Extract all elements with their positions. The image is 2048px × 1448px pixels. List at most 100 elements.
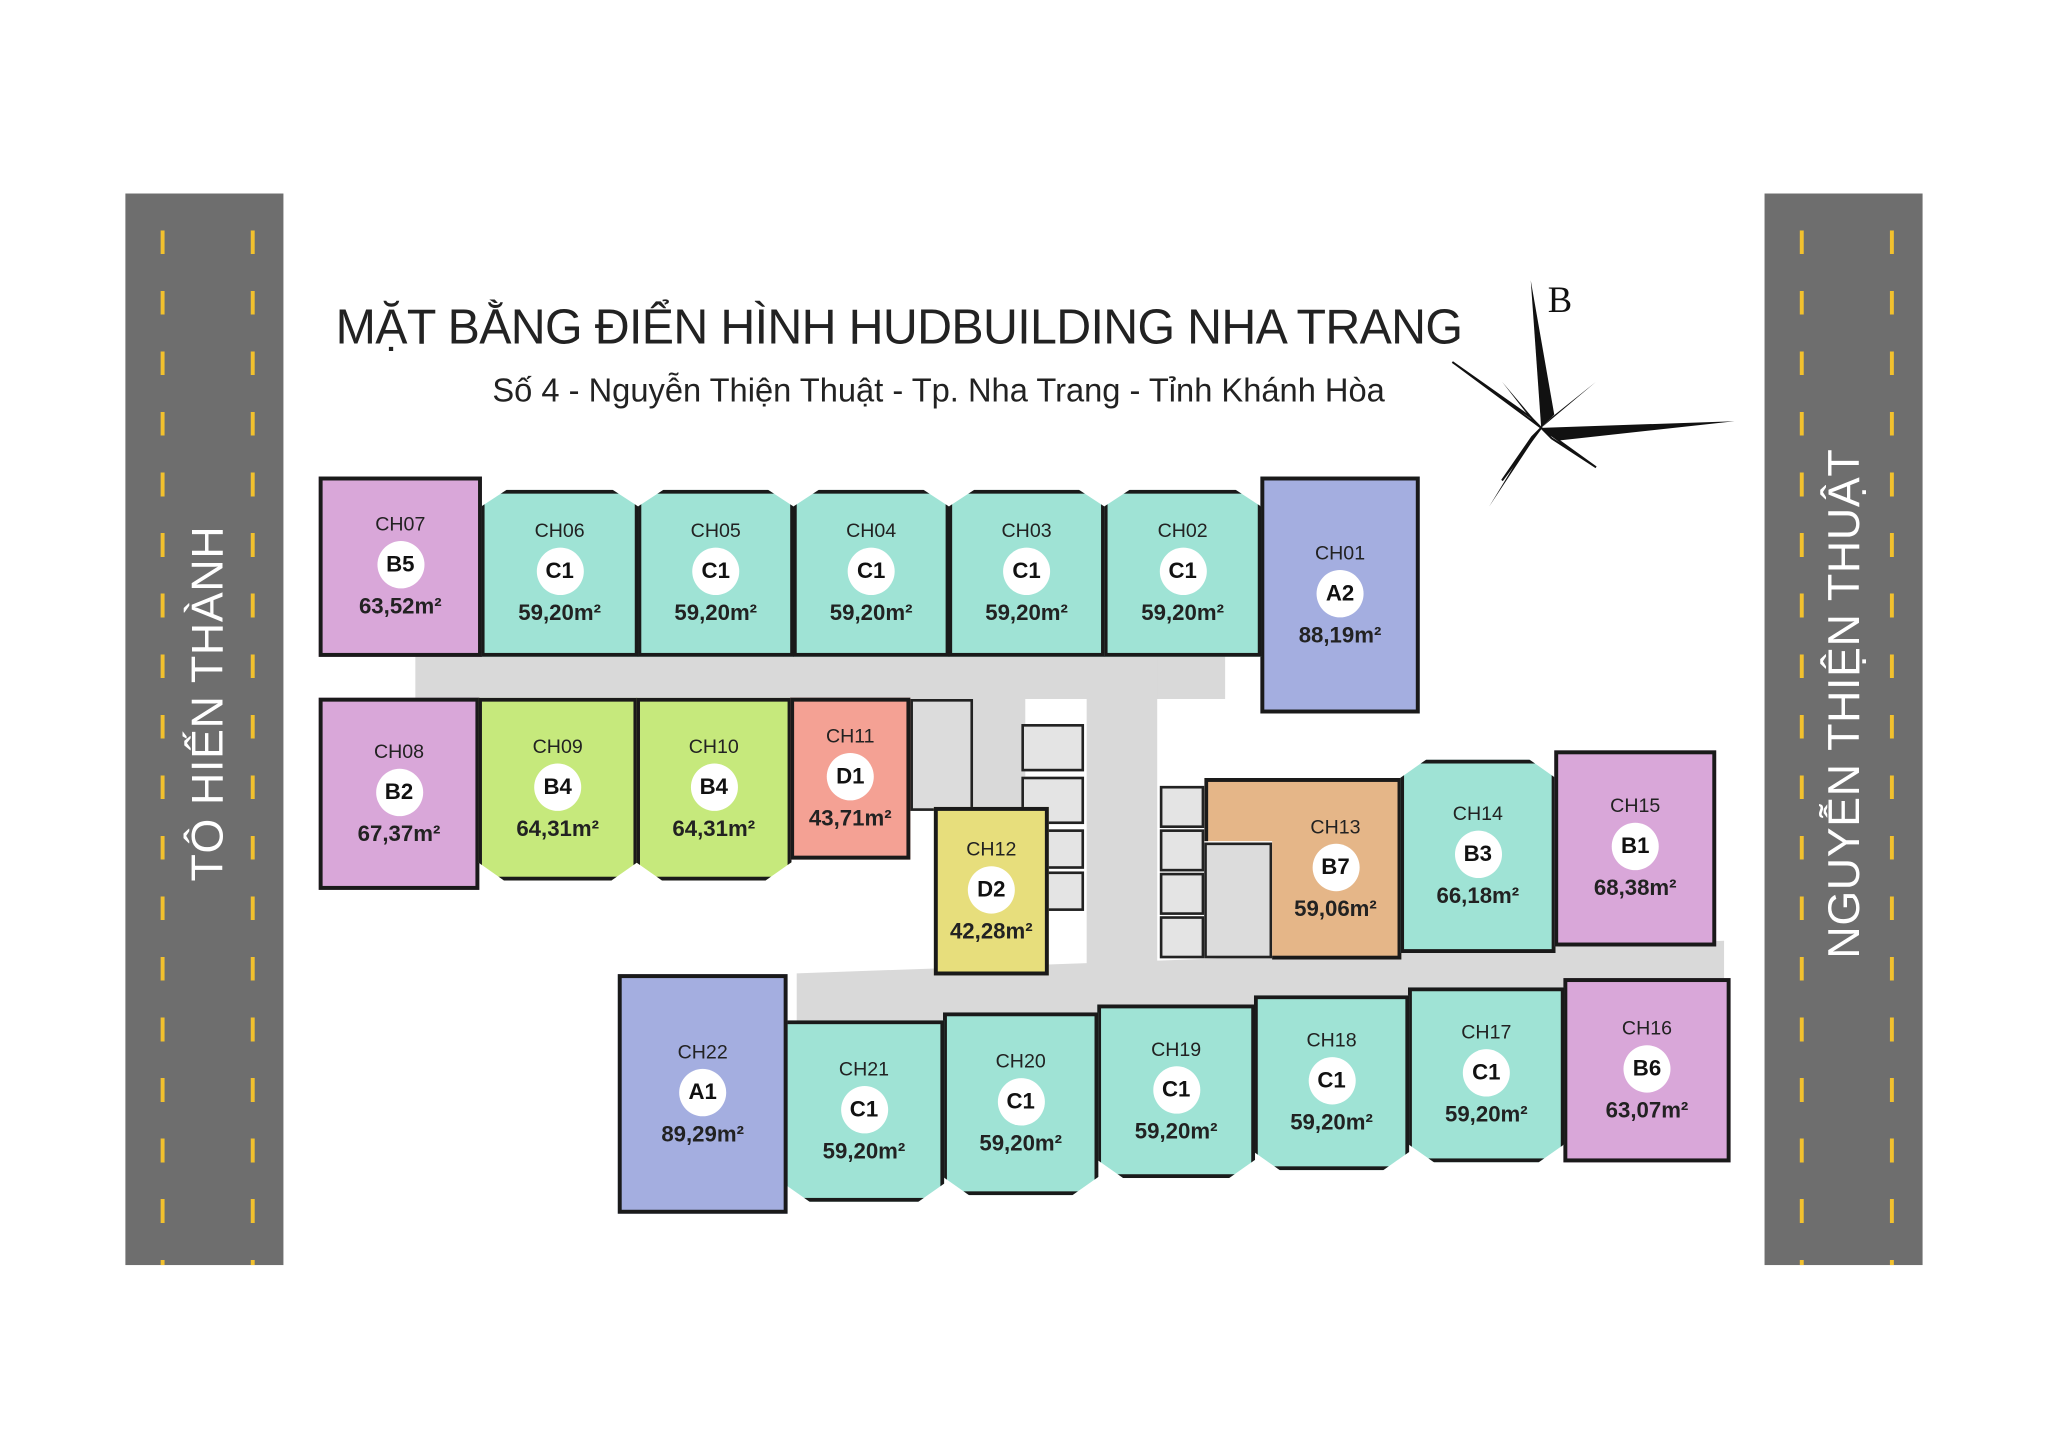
apartment-type-badge: B4	[534, 764, 581, 811]
apartment-ch03[interactable]: CH03 C1 59,20m²	[948, 490, 1105, 657]
apartment-type-badge: B3	[1454, 831, 1501, 878]
apartment-area: 67,37m²	[357, 820, 441, 846]
apartment-area: 64,31m²	[516, 816, 600, 842]
apartment-type-badge: C1	[1463, 1049, 1510, 1096]
apartment-type-badge: B4	[690, 764, 737, 811]
apartment-area: 59,20m²	[674, 600, 758, 626]
apartment-area: 59,20m²	[985, 600, 1068, 626]
apartment-type-badge: D2	[967, 865, 1015, 913]
apartment-area: 59,20m²	[1444, 1101, 1528, 1127]
apartment-area: 88,19m²	[1298, 621, 1382, 648]
apartment-code: CH05	[690, 519, 741, 543]
stair-east	[1204, 842, 1273, 959]
compass-north-label: B	[1548, 279, 1572, 320]
apartment-ch12[interactable]: CH12 D2 42,28m²	[933, 806, 1049, 976]
apartment-ch08[interactable]: CH08 B2 67,37m²	[318, 697, 480, 890]
apartment-code: CH15	[1610, 795, 1661, 818]
apartment-code: CH02	[1157, 519, 1208, 543]
apartment-code: CH08	[373, 740, 425, 763]
apartment-area: 42,28m²	[949, 918, 1033, 944]
apartment-type-badge: A2	[1316, 569, 1364, 617]
apartment-ch22[interactable]: CH22 A1 89,29m²	[617, 974, 788, 1214]
apartment-code: CH13	[1310, 815, 1361, 838]
apartment-type-badge: C1	[1153, 1066, 1200, 1113]
apartment-type-badge: C1	[840, 1085, 887, 1132]
apartment-area: 68,38m²	[1593, 875, 1677, 901]
apartment-ch06[interactable]: CH06 C1 59,20m²	[481, 490, 639, 657]
lane-marking	[1799, 193, 1804, 1266]
apartment-area: 59,20m²	[518, 600, 602, 626]
apartment-ch10[interactable]: CH10 B4 64,31m²	[636, 698, 791, 881]
apartment-ch02[interactable]: CH02 C1 59,20m²	[1104, 490, 1262, 657]
apartment-type-badge: C1	[692, 548, 739, 595]
apartment-code: CH10	[688, 735, 739, 759]
apartment-type-badge: B5	[376, 541, 424, 589]
apartment-area: 66,18m²	[1436, 883, 1520, 909]
apartment-ch04[interactable]: CH04 C1 59,20m²	[793, 490, 950, 657]
apartment-area: 64,31m²	[672, 816, 756, 842]
apartment-type-badge: B1	[1611, 822, 1659, 871]
elevator	[1159, 872, 1205, 915]
apartment-type-badge: B2	[375, 768, 423, 816]
apartment-area: 59,20m²	[829, 600, 913, 626]
apartment-code: CH03	[1001, 519, 1052, 543]
apartment-code: CH17	[1461, 1021, 1512, 1044]
apartment-type-badge: D1	[826, 752, 874, 801]
apartment-code: CH21	[838, 1057, 890, 1081]
apartment-ch07[interactable]: CH07 B5 63,52m²	[318, 476, 482, 657]
apartment-ch17[interactable]: CH17 C1 59,20m²	[1408, 987, 1565, 1162]
apartment-area: 59,20m²	[979, 1130, 1063, 1156]
apartment-area: 59,20m²	[1134, 1118, 1218, 1144]
apartment-type-badge: C1	[997, 1078, 1044, 1125]
apartment-code: CH18	[1306, 1029, 1357, 1052]
apartment-code: CH06	[534, 519, 585, 543]
apartment-ch19[interactable]: CH19 C1 59,20m²	[1097, 1004, 1255, 1178]
lane-marking	[250, 193, 255, 1266]
apartment-type-badge: C1	[848, 548, 895, 595]
apartment-code: CH01	[1314, 541, 1366, 565]
apartment-type-badge: C1	[1003, 548, 1050, 595]
elevator	[1159, 785, 1205, 829]
apartment-type-badge: B6	[1623, 1044, 1671, 1092]
apartment-type-badge: C1	[1159, 548, 1206, 595]
apartment-code: CH19	[1151, 1037, 1202, 1061]
apartment-ch01[interactable]: CH01 A2 88,19m²	[1260, 476, 1420, 714]
apartment-ch09[interactable]: CH09 B4 64,31m²	[478, 698, 637, 881]
apartment-ch14[interactable]: CH14 B3 66,18m²	[1400, 760, 1555, 954]
apartment-ch15[interactable]: CH15 B1 68,38m²	[1554, 750, 1717, 947]
apartment-area: 59,20m²	[822, 1138, 906, 1164]
apartment-code: CH16	[1621, 1016, 1673, 1040]
apartment-ch11[interactable]: CH11 D1 43,71m²	[790, 697, 911, 860]
apartment-area: 59,20m²	[1141, 600, 1225, 626]
apartment-code: CH09	[532, 735, 583, 759]
apartment-code: CH07	[375, 513, 426, 536]
apartment-code: CH04	[846, 519, 897, 543]
apartment-ch05[interactable]: CH05 C1 59,20m²	[637, 490, 794, 657]
apartment-ch18[interactable]: CH18 C1 59,20m²	[1254, 995, 1409, 1170]
apartment-code: CH14	[1452, 803, 1503, 826]
elevator	[1159, 916, 1205, 959]
road-label-right: NGUYỄN THIỆN THUẬT	[1820, 448, 1870, 959]
apartment-area: 59,06m²	[1294, 895, 1377, 921]
apartment-ch16[interactable]: CH16 B6 63,07m²	[1563, 978, 1731, 1163]
road-label-left: TÔ HIẾN THÀNH	[183, 525, 234, 882]
apartment-type-badge: C1	[536, 548, 583, 595]
road-left	[125, 193, 284, 1266]
elevator	[1044, 829, 1085, 869]
apartment-area: 89,29m²	[661, 1120, 745, 1146]
road-right	[1764, 193, 1923, 1266]
apartment-ch20[interactable]: CH20 C1 59,20m²	[943, 1012, 1098, 1195]
apartment-area: 63,52m²	[358, 593, 442, 619]
apartment-type-badge: C1	[1308, 1057, 1355, 1104]
elevator	[1159, 829, 1205, 872]
elevator	[1021, 724, 1085, 772]
apartment-ch21[interactable]: CH21 C1 59,20m²	[784, 1020, 945, 1202]
apartment-type-badge: B7	[1311, 843, 1359, 891]
apartment-code: CH12	[966, 837, 1017, 861]
apartment-code: CH11	[825, 725, 875, 748]
lane-marking	[160, 193, 165, 1266]
apartment-area: 59,20m²	[1290, 1109, 1373, 1135]
apartment-code: CH20	[995, 1050, 1046, 1073]
apartment-area: 63,07m²	[1605, 1097, 1689, 1123]
